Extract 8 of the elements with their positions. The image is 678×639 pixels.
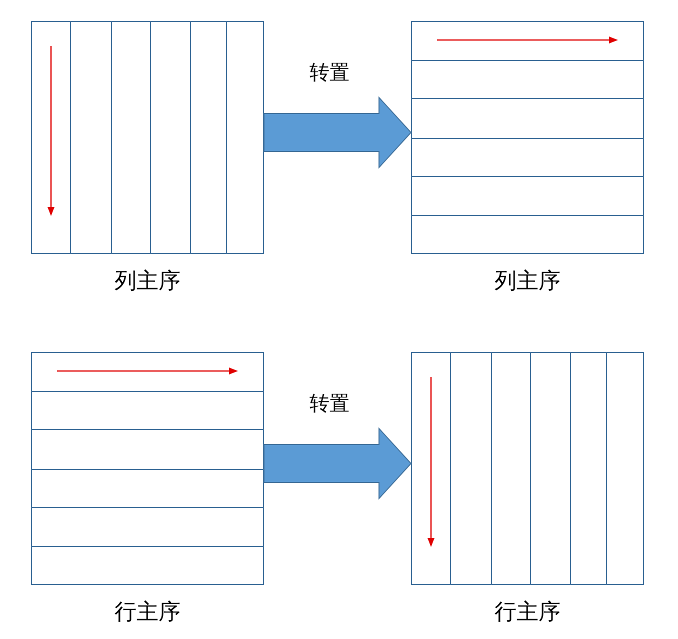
node-label: 行主序 bbox=[494, 600, 560, 626]
node-label: 列主序 bbox=[114, 269, 180, 295]
edge-label: 转置 bbox=[310, 390, 350, 414]
node-label: 列主序 bbox=[494, 269, 560, 295]
edge-label: 转置 bbox=[310, 60, 350, 84]
block-arrow bbox=[264, 427, 412, 500]
node-label: 行主序 bbox=[114, 600, 180, 626]
block-arrow bbox=[264, 96, 412, 169]
